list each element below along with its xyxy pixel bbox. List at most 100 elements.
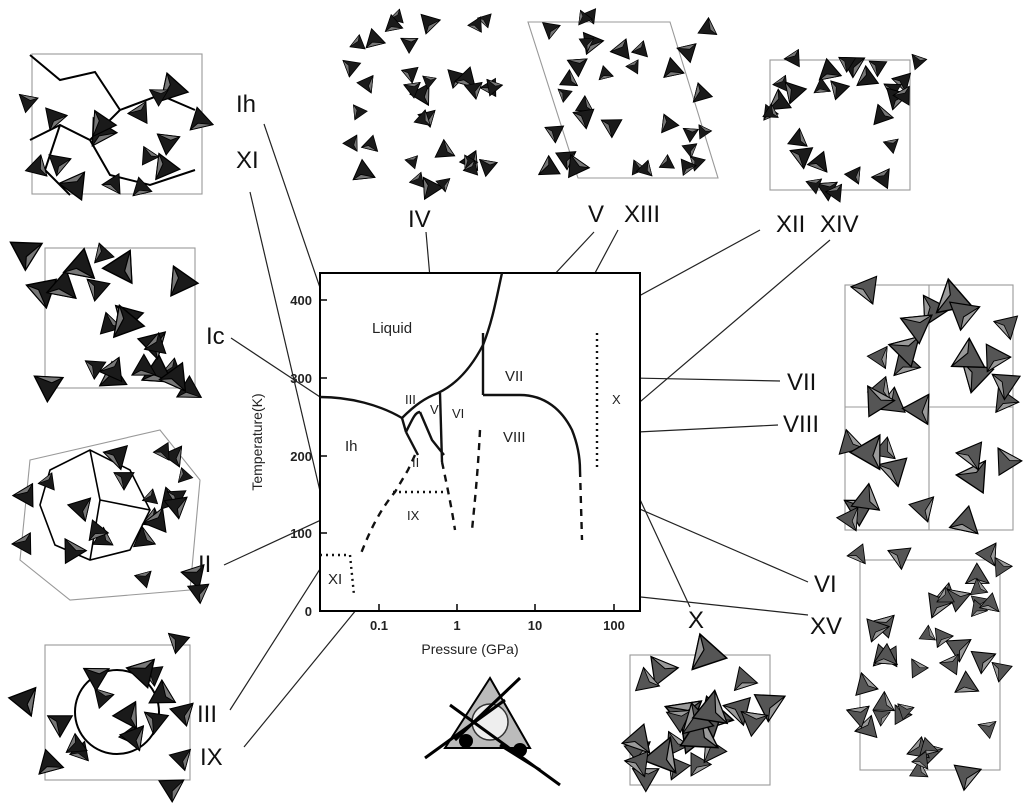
tetrahedron-icon <box>630 41 648 60</box>
tetrahedron-icon <box>950 506 988 544</box>
callout-iii: III <box>197 701 217 728</box>
tetrahedron-icon <box>404 153 418 169</box>
tetrahedron-icon <box>102 174 128 200</box>
tetrahedron-icon <box>790 148 815 170</box>
tetrahedron-icon <box>734 667 760 695</box>
tetrahedron-icon <box>609 39 629 62</box>
tetrahedron-icon <box>573 109 596 130</box>
region-viii-label: VIII <box>503 429 526 446</box>
tetrahedron-icon <box>845 162 868 184</box>
callout-vi: VI <box>814 571 837 598</box>
tetrahedron-icon <box>142 712 169 736</box>
callout-xi: XI <box>236 147 259 174</box>
tetrahedron-icon <box>994 316 1022 342</box>
tetrahedron-icon <box>955 671 984 701</box>
region-ii-label: II <box>412 455 419 470</box>
region-v-label: V <box>430 402 439 417</box>
phase-diagram-plot: Liquid III V VI II IX XI Ih VII VIII X 0… <box>249 273 640 657</box>
region-liquid-label: Liquid <box>372 320 412 337</box>
tetrahedron-icon <box>58 170 85 200</box>
region-iii-label: III <box>405 392 416 407</box>
tetrahedron-icon <box>37 473 54 492</box>
callout-iv: IV <box>408 206 431 233</box>
tetrahedron-icon <box>114 473 134 490</box>
region-ih-label: Ih <box>345 438 358 455</box>
tetrahedron-icon <box>563 51 587 76</box>
tetrahedron-icon <box>135 142 159 164</box>
tetrahedron-detail-inset <box>425 678 560 785</box>
tetrahedron-icon <box>784 50 800 68</box>
callout-xv: XV <box>810 613 842 640</box>
tetrahedron-icon <box>656 155 675 174</box>
region-vi-label: VI <box>452 406 464 421</box>
tetrahedron-icon <box>803 174 821 194</box>
callout-viii: VIII <box>783 411 819 438</box>
tetrahedron-icon <box>434 139 455 157</box>
tetrahedron-icon <box>131 525 155 546</box>
structure-ih-thumbnail <box>13 54 216 201</box>
tetrahedron-icon <box>946 629 978 662</box>
tetrahedron-icon <box>599 66 615 84</box>
tetrahedron-icon <box>979 593 1005 619</box>
tetrahedron-icon <box>868 101 893 124</box>
tetrahedron-icon <box>151 125 180 155</box>
tetrahedron-icon <box>939 653 959 675</box>
tetrahedron-icon <box>679 634 727 681</box>
tetrahedron-icon <box>682 138 701 158</box>
tetrahedron-icon <box>10 229 49 270</box>
tetrahedron-icon <box>190 107 216 135</box>
y-tick-label: 100 <box>290 526 312 541</box>
tetrahedron-icon <box>788 127 809 146</box>
callout-v: V <box>588 201 604 228</box>
tetrahedron-icon <box>13 484 33 507</box>
tetrahedron-icon <box>39 750 67 780</box>
tetrahedron-icon <box>807 151 835 178</box>
tetrahedron-icon <box>545 126 565 143</box>
tetrahedron-icon <box>679 122 699 142</box>
tetrahedron-icon <box>357 70 380 93</box>
callout-ii: II <box>198 551 211 578</box>
tetrahedron-icon <box>576 96 594 112</box>
tetrahedron-icon <box>850 670 878 696</box>
tetrahedron-icon <box>987 441 1022 475</box>
tetrahedron-icon <box>954 757 986 791</box>
tetrahedron-icon <box>533 156 560 184</box>
tetrahedron-icon <box>888 548 913 570</box>
callout-xiv: XIV <box>820 211 859 238</box>
tetrahedron-icon <box>68 490 99 521</box>
tetrahedron-icon <box>140 489 158 508</box>
region-xi-label: XI <box>328 571 342 588</box>
tetrahedron-icon <box>543 17 564 39</box>
callout-ih: Ih <box>236 91 256 118</box>
tetrahedron-icon <box>169 742 198 771</box>
tetrahedron-icon <box>9 679 47 716</box>
tetrahedron-icon <box>904 654 929 678</box>
callout-vii: VII <box>787 369 816 396</box>
tetrahedron-icon <box>480 74 502 96</box>
plot-frame <box>320 273 640 611</box>
y-tick-label: 200 <box>290 449 312 464</box>
tetrahedron-icon <box>878 458 912 490</box>
tetrahedron-icon <box>418 71 436 89</box>
callout-ic: Ic <box>206 323 225 350</box>
tetrahedron-icon <box>909 488 943 522</box>
tetrahedron-icon <box>113 695 148 728</box>
tetrahedron-icon <box>975 716 996 738</box>
tetrahedron-icon <box>159 266 198 304</box>
callout-x: X <box>688 607 704 634</box>
tetrahedron-icon <box>353 160 379 188</box>
tetrahedron-icon <box>361 135 383 157</box>
tetrahedron-icon <box>664 58 687 83</box>
structure-iii-thumbnail <box>9 633 201 801</box>
callout-xii: XII <box>776 211 805 238</box>
tetrahedron-icon <box>654 114 679 138</box>
tetrahedron-icon <box>343 131 364 151</box>
region-ix-label: IX <box>407 508 420 523</box>
tetrahedron-icon <box>366 29 388 53</box>
tetrahedron-icon <box>871 167 890 188</box>
callout-ix: IX <box>200 744 223 771</box>
tetrahedron-icon <box>103 243 145 283</box>
tetrahedron-icon <box>48 716 73 737</box>
tetrahedron-icon <box>402 67 421 84</box>
